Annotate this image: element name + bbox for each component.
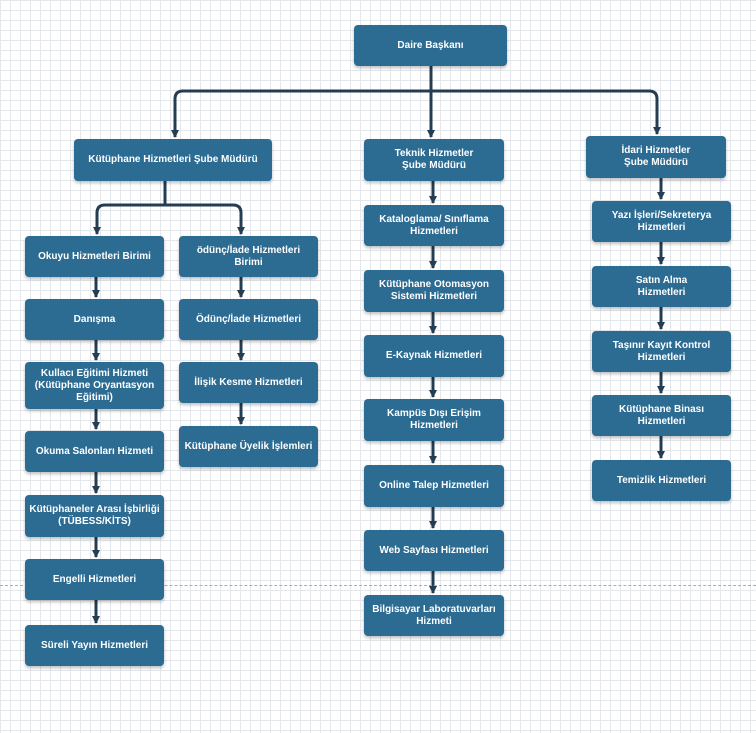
node-odunc-iade-hizmetleri[interactable]: Ödünç/İade Hizmetleri	[179, 299, 318, 340]
node-sureli-yayin-hizmetleri[interactable]: Süreli Yayın Hizmetleri	[25, 625, 164, 666]
node-satin-alma-hizmetleri[interactable]: Satın Alma Hizmetleri	[592, 266, 731, 307]
connector-to-odunc-birimi	[165, 203, 245, 235]
connector-root-to-idari	[431, 89, 661, 135]
node-odunc-iade-hizmetleri-birimi[interactable]: ödünç/İade Hizmetleri Birimi	[179, 236, 318, 277]
root-node-daire-baskani[interactable]: Daire Başkanı	[354, 25, 507, 66]
node-kutuphane-otomasyon-sistemi[interactable]: Kütüphane Otomasyon Sistemi Hizmetleri	[364, 270, 504, 312]
node-tasinir-kayit-kontrol[interactable]: Taşınır Kayıt Kontrol Hizmetleri	[592, 331, 731, 372]
node-kutuphane-uyelik-islemleri[interactable]: Kütüphane Üyelik İşlemleri	[179, 426, 318, 467]
node-ilisik-kesme-hizmetleri[interactable]: İlişik Kesme Hizmetleri	[179, 362, 318, 403]
node-okuma-salonlari-hizmeti[interactable]: Okuma Salonları Hizmeti	[25, 431, 164, 472]
node-web-sayfasi-hizmetleri[interactable]: Web Sayfası Hizmetleri	[364, 530, 504, 571]
node-kutuphane-binasi-hizmetleri[interactable]: Kütüphane Binası Hizmetleri	[592, 395, 731, 436]
connector-to-okuyu-birimi	[93, 203, 165, 235]
node-e-kaynak-hizmetleri[interactable]: E-Kaynak Hizmetleri	[364, 335, 504, 377]
node-kataloglama-siniflama[interactable]: Kataloglama/ Sınıflama Hizmetleri	[364, 205, 504, 246]
node-okuyu-hizmetleri-birimi[interactable]: Okuyu Hizmetleri Birimi	[25, 236, 164, 277]
node-yazi-isleri-sekreterya[interactable]: Yazı İşleri/Sekreterya Hizmetleri	[592, 201, 731, 242]
node-danisma[interactable]: Danışma	[25, 299, 164, 340]
branch-node-teknik-hizmetler[interactable]: Teknik Hizmetler Şube Müdürü	[364, 139, 504, 181]
node-online-talep-hizmetleri[interactable]: Online Talep Hizmetleri	[364, 465, 504, 507]
node-kampus-disi-erisim[interactable]: Kampüs Dışı Erişim Hizmetleri	[364, 399, 504, 441]
connector-root-to-kutuphane	[171, 89, 431, 138]
node-engelli-hizmetleri[interactable]: Engelli Hizmetleri	[25, 559, 164, 600]
node-bilgisayar-laboratuvarlari[interactable]: Bilgisayar Laboratuvarları Hizmeti	[364, 595, 504, 636]
node-temizlik-hizmetleri[interactable]: Temizlik Hizmetleri	[592, 460, 731, 501]
node-kutuphaneler-arasi-isbirligi[interactable]: Kütüphaneler Arası İşbirliği (TÜBESS/KİT…	[25, 495, 164, 537]
branch-node-kutuphane-hizmetleri[interactable]: Kütüphane Hizmetleri Şube Müdürü	[74, 139, 272, 181]
branch-node-idari-hizmetler[interactable]: İdari Hizmetler Şube Müdürü	[586, 136, 726, 178]
page-break-line	[0, 585, 756, 586]
node-kullanici-egitimi-hizmeti[interactable]: Kullacı Eğitimi Hizmeti (Kütüphane Oryan…	[25, 362, 164, 409]
